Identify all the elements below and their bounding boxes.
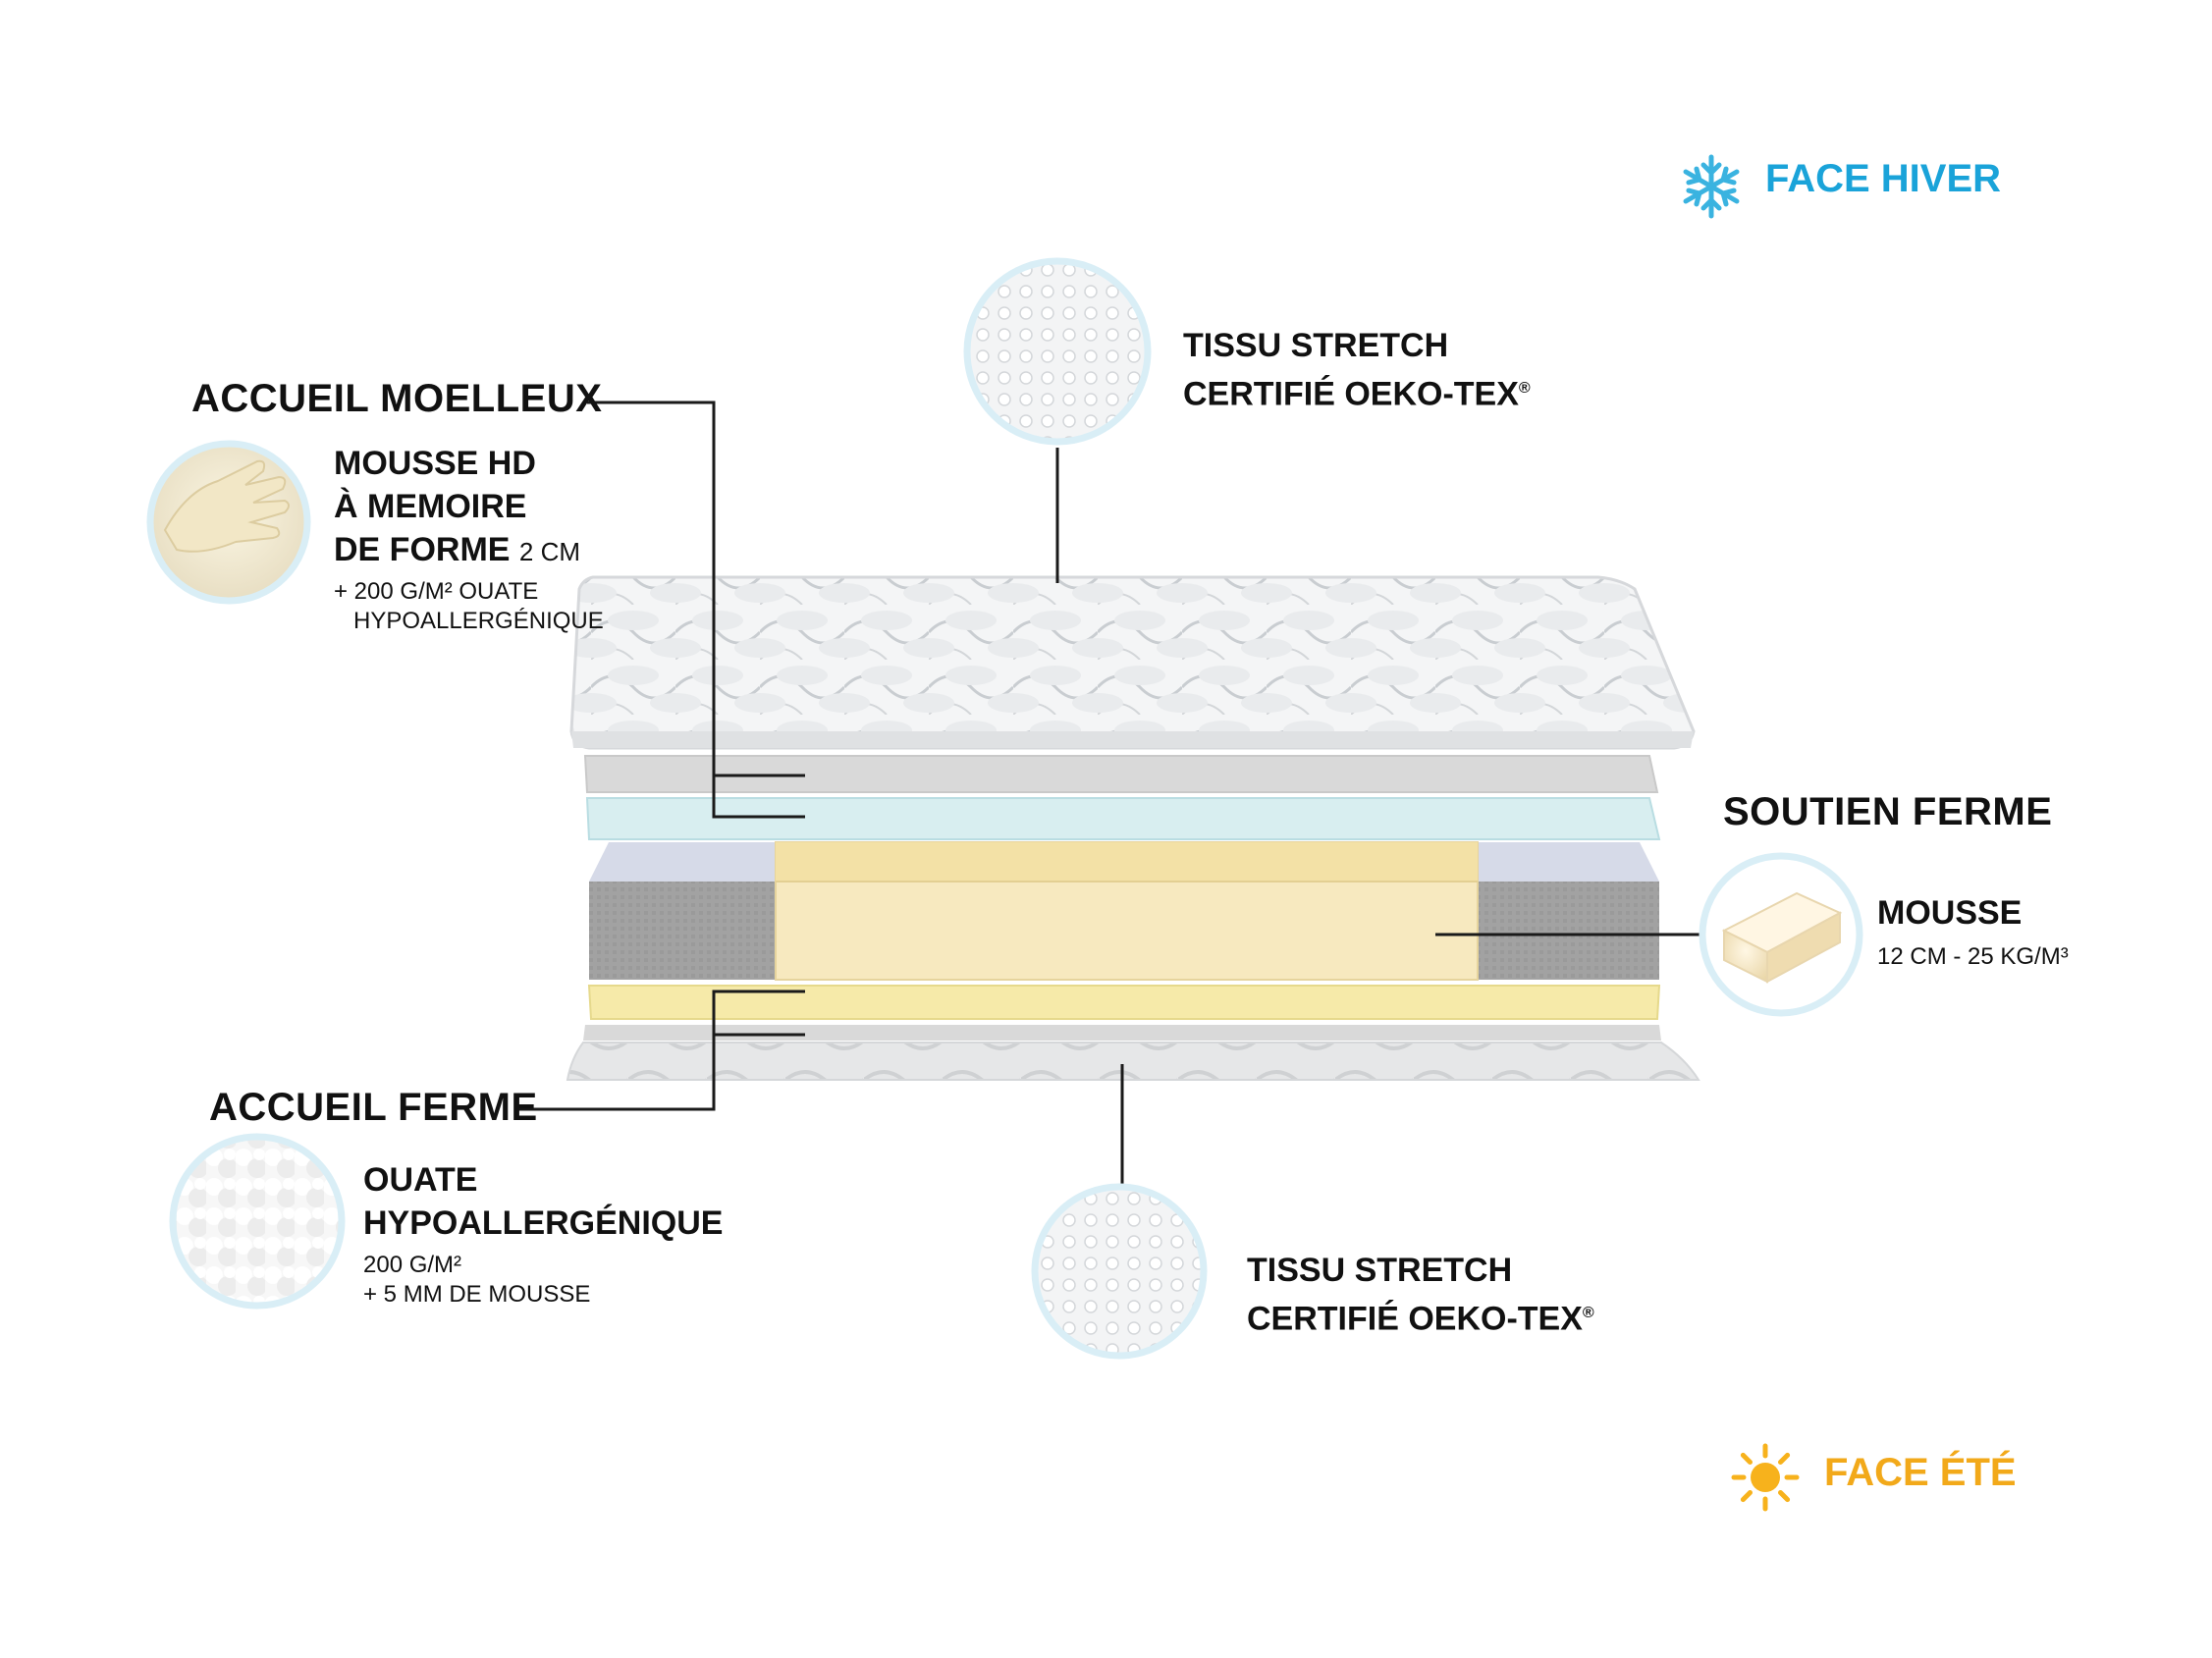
bottom-fabric-label: TISSU STRETCH CERTIFIÉ OEKO-TEX® xyxy=(1247,1249,1594,1340)
top-fabric-swatch xyxy=(963,257,1152,446)
soft-comfort-line3: DE FORME 2 CM xyxy=(334,531,581,568)
memory-foam-swatch xyxy=(146,440,311,605)
summer-side-label: FACE ÉTÉ xyxy=(1824,1451,2017,1494)
soft-comfort-line1: MOUSSE HD xyxy=(334,445,536,482)
snowflake-icon xyxy=(1683,154,1740,219)
bottom-grey-layer xyxy=(583,1025,1661,1041)
memory-foam-layer xyxy=(585,797,1661,840)
firm-support-spec: 12 CM - 25 KG/M³ xyxy=(1877,943,2069,970)
firm-comfort-spec2: + 5 MM DE MOUSSE xyxy=(363,1281,591,1308)
firm-comfort-details: OUATE HYPOALLERGÉNIQUE 200 G/M² + 5 MM D… xyxy=(363,1158,723,1310)
top-quilted-cover xyxy=(569,575,1696,750)
bottom-fabric-swatch xyxy=(1031,1183,1208,1360)
sun-icon xyxy=(1731,1443,1800,1512)
firm-support-details: MOUSSE 12 CM - 25 KG/M³ xyxy=(1877,891,2069,972)
firm-comfort-spec1: 200 G/M² xyxy=(363,1252,462,1278)
mattress xyxy=(566,575,1700,1081)
firm-comfort-line2: HYPOALLERGÉNIQUE xyxy=(363,1204,724,1242)
bottom-fabric-line1: TISSU STRETCH xyxy=(1247,1252,1513,1289)
top-fabric-line1: TISSU STRETCH xyxy=(1183,327,1449,364)
soft-comfort-line2: À MEMOIRE xyxy=(334,488,527,525)
firm-support-heading: SOUTIEN FERME xyxy=(1723,790,2053,833)
soft-comfort-details: MOUSSE HD À MEMOIRE DE FORME 2 CM + 200 … xyxy=(334,442,604,636)
firm-support-line1: MOUSSE xyxy=(1877,894,2023,932)
soft-comfort-extra1: + 200 G/M² OUATE xyxy=(334,578,539,605)
soft-comfort-heading: ACCUEIL MOELLEUX xyxy=(191,377,603,420)
firm-comfort-line1: OUATE xyxy=(363,1161,478,1199)
bottom-fabric-line2: CERTIFIÉ OEKO-TEX® xyxy=(1247,1300,1594,1338)
winter-side-label: FACE HIVER xyxy=(1765,157,2002,200)
leader-lines xyxy=(515,401,1706,1184)
support-foam-swatch xyxy=(1699,852,1863,1017)
grey-comfort-layer xyxy=(583,755,1659,793)
firm-comfort-heading: ACCUEIL FERME xyxy=(209,1086,538,1129)
top-fabric-label: TISSU STRETCH CERTIFIÉ OEKO-TEX® xyxy=(1183,324,1531,415)
bottom-cover xyxy=(566,1042,1700,1081)
support-core xyxy=(589,841,1659,981)
top-fabric-line2: CERTIFIÉ OEKO-TEX® xyxy=(1183,375,1531,413)
soft-comfort-extra2: HYPOALLERGÉNIQUE xyxy=(353,608,604,634)
fleece-swatch xyxy=(169,1133,346,1310)
firm-comfort-layer xyxy=(587,985,1661,1020)
